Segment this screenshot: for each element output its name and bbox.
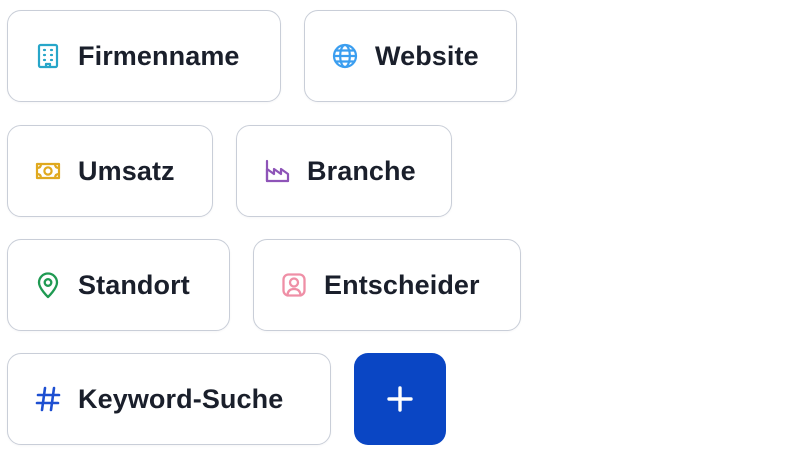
factory-icon bbox=[263, 157, 291, 185]
hashtag-icon bbox=[34, 385, 62, 413]
filter-chip-label: Umsatz bbox=[78, 155, 175, 186]
filter-chip-website[interactable]: Website bbox=[304, 10, 517, 102]
globe-icon bbox=[331, 42, 359, 70]
money-icon bbox=[34, 157, 62, 185]
filter-chip-label: Website bbox=[375, 40, 479, 71]
filter-chip-standort[interactable]: Standort bbox=[7, 239, 230, 331]
user-portrait-icon bbox=[280, 271, 308, 299]
filter-chip-label: Standort bbox=[78, 269, 190, 300]
map-pin-icon bbox=[34, 271, 62, 299]
filter-chip-umsatz[interactable]: Umsatz bbox=[7, 125, 213, 217]
filter-chip-label: Keyword-Suche bbox=[78, 383, 284, 414]
add-filter-button[interactable] bbox=[354, 353, 446, 445]
filter-chip-label: Branche bbox=[307, 155, 416, 186]
filter-chip-label: Entscheider bbox=[324, 269, 480, 300]
filter-chip-label: Firmenname bbox=[78, 40, 240, 71]
filter-chip-firmenname[interactable]: Firmenname bbox=[7, 10, 281, 102]
filter-chip-entscheider[interactable]: Entscheider bbox=[253, 239, 521, 331]
filter-chip-keyword-suche[interactable]: Keyword-Suche bbox=[7, 353, 331, 445]
filter-chip-branche[interactable]: Branche bbox=[236, 125, 452, 217]
building-icon bbox=[34, 42, 62, 70]
plus-icon bbox=[383, 382, 417, 416]
